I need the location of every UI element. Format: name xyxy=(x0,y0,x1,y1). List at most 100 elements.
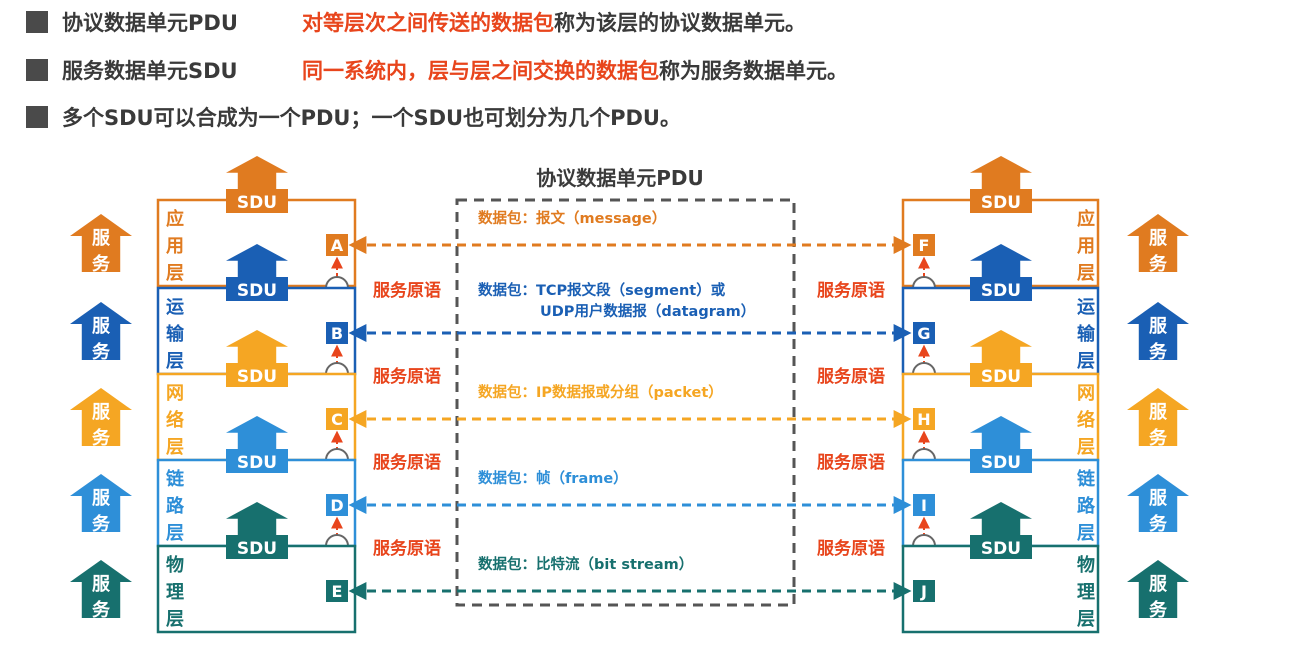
node-box xyxy=(913,322,935,344)
bullet-square-icon xyxy=(26,59,48,81)
node-label: C xyxy=(331,410,343,429)
service-label-char: 服 xyxy=(92,228,111,249)
sdu-label: SDU xyxy=(237,539,277,559)
primitive-label: 服务原语 xyxy=(373,538,441,559)
layer-name-char: 应 xyxy=(166,208,184,230)
layer-name-char: 层 xyxy=(1077,351,1095,372)
node-box xyxy=(326,234,348,256)
service-label-char: 服 xyxy=(92,574,111,595)
service-label-char: 务 xyxy=(1149,253,1168,275)
packet-label: 数据包：帧（frame） xyxy=(478,469,628,487)
layer-name-char: 理 xyxy=(1077,582,1095,603)
sdu-term: 服务数据单元SDU xyxy=(62,59,238,83)
service-label-char: 务 xyxy=(1149,427,1168,449)
pdu-highlight: 对等层次之间传送的数据包 xyxy=(302,11,554,35)
packet-label: 数据包：TCP报文段（segment）或 xyxy=(478,281,726,299)
layer-name-char: 应 xyxy=(1077,208,1095,230)
bullet-sdu: 服务数据单元SDU 同一系统内，层与层之间交换的数据包 称为服务数据单元。 xyxy=(26,54,848,86)
service-label-char: 务 xyxy=(1149,341,1168,363)
node-box xyxy=(913,408,935,430)
node-label: A xyxy=(331,236,344,255)
service-arrow-icon xyxy=(70,388,132,446)
service-label-char: 务 xyxy=(92,599,111,621)
service-label-char: 务 xyxy=(92,341,111,363)
service-label-char: 务 xyxy=(92,253,111,275)
primitive-label: 服务原语 xyxy=(373,366,441,387)
service-label-char: 服 xyxy=(1149,488,1168,509)
pdu-title: 协议数据单元PDU xyxy=(536,166,704,190)
service-arrow-icon xyxy=(1127,560,1189,618)
layer-name-char: 路 xyxy=(166,495,185,517)
layer-name-char: 运 xyxy=(166,297,184,318)
sdu-box xyxy=(970,449,1032,473)
service-arrow-icon xyxy=(70,302,132,360)
bullet-square-icon xyxy=(26,11,48,33)
sdu-label: SDU xyxy=(981,193,1021,213)
primitive-label: 服务原语 xyxy=(817,538,885,559)
node-label: I xyxy=(921,496,927,515)
service-arrow-icon xyxy=(1127,474,1189,532)
layer-name-char: 层 xyxy=(166,351,184,372)
sdu-box xyxy=(970,535,1032,559)
sdu-label: SDU xyxy=(981,453,1021,473)
sdu-box xyxy=(970,189,1032,213)
node-label: G xyxy=(917,324,930,343)
layer-name-char: 层 xyxy=(166,523,184,544)
service-label-char: 服 xyxy=(92,316,111,337)
sdu-label: SDU xyxy=(237,367,277,387)
sdu-label: SDU xyxy=(237,453,277,473)
layer-name-char: 链 xyxy=(1077,468,1096,490)
sdu-label: SDU xyxy=(237,193,277,213)
service-arrow-icon xyxy=(70,474,132,532)
service-label-char: 务 xyxy=(1149,513,1168,535)
sdu-box xyxy=(226,535,288,559)
node-label: D xyxy=(330,496,343,515)
primitive-label: 服务原语 xyxy=(817,280,885,301)
node-label: J xyxy=(920,582,927,601)
primitive-label: 服务原语 xyxy=(817,452,885,473)
sdu-box xyxy=(226,363,288,387)
layer-name-char: 层 xyxy=(1077,263,1095,284)
layer-name-char: 层 xyxy=(166,263,184,284)
layer-name-char: 用 xyxy=(1077,236,1095,257)
service-arrow-icon xyxy=(1127,302,1189,360)
node-label: H xyxy=(917,410,930,429)
bullet-square-icon xyxy=(26,106,48,128)
service-arrow-icon xyxy=(70,214,132,272)
layer-name-char: 网 xyxy=(166,383,184,404)
service-label-char: 服 xyxy=(1149,316,1168,337)
combine-text: 多个SDU可以合成为一个PDU；一个SDU也可划分为几个PDU。 xyxy=(62,106,681,130)
pdu-definition: 称为该层的协议数据单元。 xyxy=(554,11,806,35)
layer-name-char: 层 xyxy=(1077,437,1095,458)
node-box xyxy=(913,494,935,516)
layer-name-char: 层 xyxy=(1077,609,1095,630)
sdu-definition: 称为服务数据单元。 xyxy=(659,59,848,83)
service-arrow-icon xyxy=(1127,214,1189,272)
layer-name-char: 输 xyxy=(166,323,185,345)
layer-name-char: 网 xyxy=(1077,383,1095,404)
service-label-char: 服 xyxy=(1149,402,1168,423)
service-label-char: 务 xyxy=(92,427,111,449)
layer-name-char: 路 xyxy=(1077,495,1096,517)
node-box xyxy=(913,234,935,256)
layer-name-char: 输 xyxy=(1077,323,1096,345)
node-label: E xyxy=(332,582,343,601)
sdu-highlight: 同一系统内，层与层之间交换的数据包 xyxy=(302,59,659,83)
layer-name-char: 运 xyxy=(1077,297,1095,318)
node-box xyxy=(326,580,348,602)
layer-name-char: 用 xyxy=(166,236,184,257)
bullet-pdu: 协议数据单元PDU 对等层次之间传送的数据包 称为该层的协议数据单元。 xyxy=(26,6,806,38)
pdu-term: 协议数据单元PDU xyxy=(62,11,238,35)
sdu-box xyxy=(970,363,1032,387)
service-label-char: 服 xyxy=(92,488,111,509)
sdu-box xyxy=(226,189,288,213)
service-arrow-icon xyxy=(1127,388,1189,446)
layer-name-char: 理 xyxy=(166,582,184,603)
layer-name-char: 物 xyxy=(1077,554,1095,576)
layer-name-char: 物 xyxy=(166,554,184,576)
service-label-char: 服 xyxy=(1149,574,1168,595)
packet-label: 数据包：IP数据报或分组（packet） xyxy=(478,383,723,401)
layer-name-char: 链 xyxy=(166,468,185,490)
sdu-box xyxy=(970,277,1032,301)
